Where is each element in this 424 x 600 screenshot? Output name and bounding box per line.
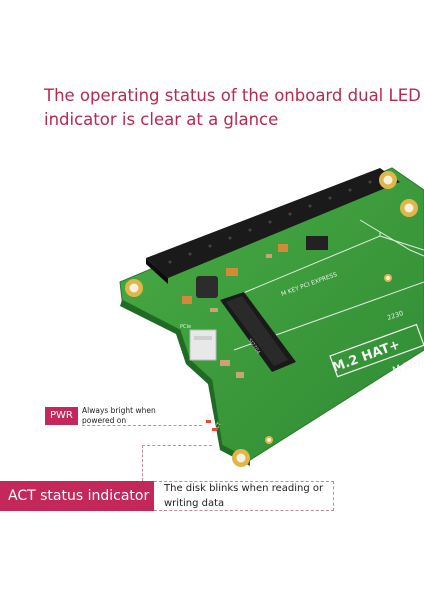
act-description-line-1: The disk blinks when reading or <box>164 483 324 494</box>
headline: The operating status of the onboard dual… <box>44 84 421 132</box>
pwr-description-line-1: Always bright when <box>82 406 156 415</box>
ic-chip <box>306 236 328 250</box>
pwr-callout-line <box>82 425 202 426</box>
act-callout-vertical-line <box>142 445 143 481</box>
svg-text:ACT: ACT <box>213 421 224 433</box>
headline-line-2: indicator is clear at a glance <box>44 110 279 129</box>
act-callout-horizontal-line <box>142 445 212 446</box>
pcie-fpc-connector <box>189 329 217 361</box>
mounting-holes <box>125 171 418 467</box>
m2-hat-board-image: SI7704 PCIe M KEY PCI EXPRESS 2230 M.2 H… <box>119 167 424 467</box>
gpio-header <box>146 168 400 278</box>
pwr-description: Always bright when powered on <box>82 406 162 426</box>
pwr-label: PWR <box>45 407 78 425</box>
pwr-led <box>206 420 211 423</box>
act-led <box>212 428 217 431</box>
act-label: ACT status indicator <box>0 481 154 511</box>
act-description-line-2: writing data <box>164 498 225 509</box>
svg-text:PWR: PWR <box>203 412 214 425</box>
headline-line-1: The operating status of the onboard dual… <box>44 86 421 105</box>
svg-text:PCIe: PCIe <box>180 324 191 330</box>
act-description: The disk blinks when reading or writing … <box>164 481 334 511</box>
inductor <box>196 276 218 298</box>
pwr-description-line-2: powered on <box>82 416 127 425</box>
act-description-box <box>154 481 334 511</box>
